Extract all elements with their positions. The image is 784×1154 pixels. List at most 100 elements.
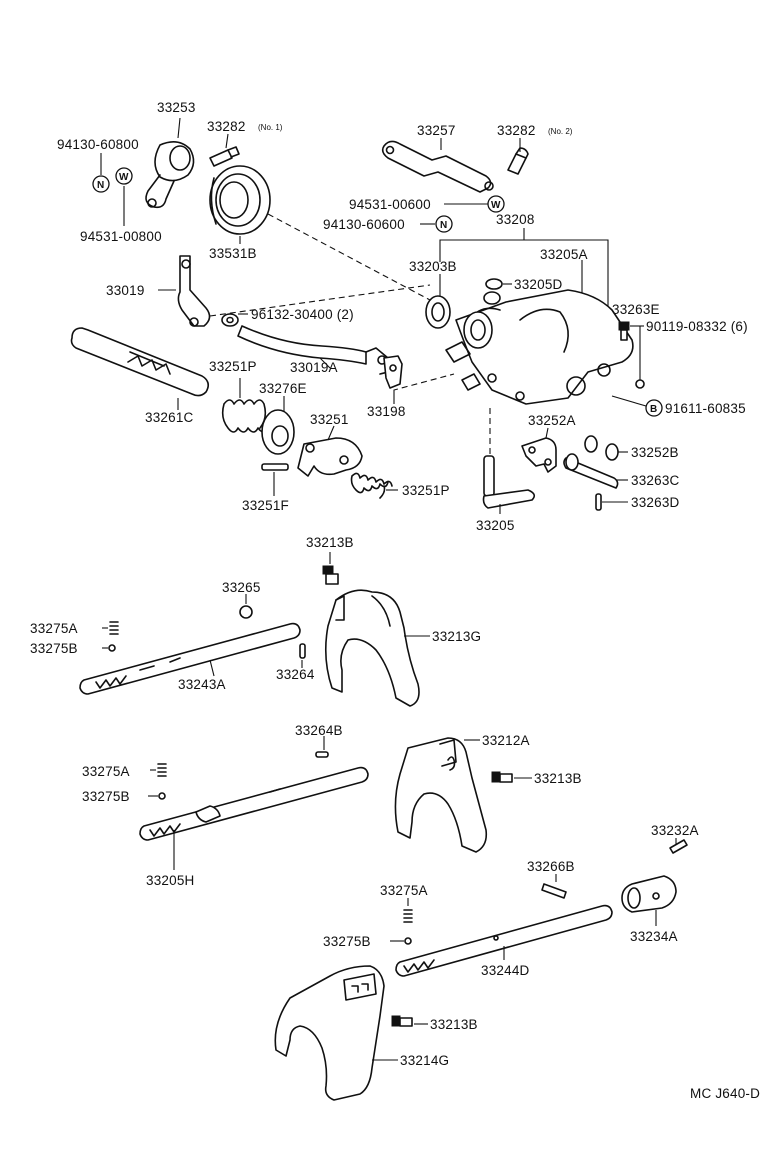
label-33261C: 33261C [145, 410, 194, 425]
part-33252A-plate [521, 437, 557, 473]
bolt-head-small [635, 379, 645, 389]
label-33531B: 33531B [209, 246, 257, 261]
label-33253: 33253 [157, 100, 196, 115]
part-33276E-cap [261, 409, 295, 455]
label-33251: 33251 [310, 412, 349, 427]
part-33214G-fork [274, 965, 385, 1101]
part-33264-pin [299, 643, 306, 659]
footer-code: MC J640-D [690, 1086, 760, 1101]
label-33263C: 33263C [631, 473, 680, 488]
label-33251F: 33251F [242, 498, 289, 513]
dash-bracket-to-seal [209, 284, 431, 317]
part-33212A-fork [394, 737, 488, 853]
part-33243A-shaft [79, 622, 301, 695]
part-33251-lever [297, 437, 363, 477]
leader-33282-no1 [225, 133, 229, 149]
nut-symbol-1: N [92, 175, 110, 193]
label-33265: 33265 [222, 580, 261, 595]
part-33232A-pin [669, 839, 688, 854]
part-33234A-collar [621, 875, 677, 913]
label-33252B: 33252B [631, 445, 679, 460]
part-33244D-shaft [395, 904, 613, 977]
part-96132-clamp [221, 313, 239, 327]
leader-33253 [177, 117, 181, 139]
part-33282-pin-no1 [209, 146, 240, 167]
label-33251P-a: 33251P [209, 359, 257, 374]
part-33205D-ring [483, 278, 503, 305]
label-33264B: 33264B [295, 723, 343, 738]
label-94531-00800: 94531-00800 [80, 229, 162, 244]
label-33275B-b: 33275B [82, 789, 130, 804]
part-33213B-bolt-a [322, 565, 339, 585]
label-33205H: 33205H [146, 873, 195, 888]
washer-symbol-text: W [119, 172, 129, 183]
label-96132-30400: 96132-30400 (2) [251, 307, 354, 322]
part-33261C-shaft [70, 327, 210, 397]
label-33243A: 33243A [178, 677, 226, 692]
part-33213B-bolt-c [391, 1015, 413, 1027]
label-33214G: 33214G [400, 1053, 449, 1068]
part-33213G-fork [324, 589, 420, 707]
label-91611-60835: 91611-60835 [665, 401, 746, 416]
leader-91611 [611, 395, 647, 407]
label-90119-08332: 90119-08332 (6) [646, 319, 748, 334]
part-33531B-boot [209, 165, 271, 235]
label-33213B-a: 33213B [306, 535, 354, 550]
label-33203B: 33203B [409, 259, 457, 274]
part-33251P-spring-a [221, 399, 269, 433]
part-33203B-seal [425, 295, 451, 329]
label-33275A-b: 33275A [82, 764, 130, 779]
part-33253-lever [145, 141, 195, 209]
label-33282-no1-note: (No. 1) [258, 123, 283, 132]
leader-33019A [319, 357, 331, 369]
bolt-symbol-text: B [650, 404, 657, 415]
part-33264B-pin [315, 751, 329, 758]
label-33212A: 33212A [482, 733, 530, 748]
nut-symbol-text: N [440, 220, 447, 231]
leader-33251 [327, 425, 335, 441]
label-33252A: 33252A [528, 413, 576, 428]
bolt-symbol: B [645, 399, 663, 417]
label-94130-60600: 94130-60600 [323, 217, 405, 232]
label-33264: 33264 [276, 667, 315, 682]
part-33275A-spring-c [403, 909, 413, 923]
part-33263D-pin [595, 493, 602, 511]
label-33275A-c: 33275A [380, 883, 428, 898]
part-33205H-shaft [139, 766, 369, 841]
label-33198: 33198 [367, 404, 406, 419]
label-33251P-b: 33251P [402, 483, 450, 498]
label-33282-no2-note: (No. 2) [548, 127, 573, 136]
part-33198-bracket [383, 355, 403, 389]
label-94531-00600: 94531-00600 [349, 197, 431, 212]
part-33265-ball [239, 605, 253, 619]
label-33282-no1: 33282 [207, 119, 246, 134]
label-33275A-a: 33275A [30, 621, 78, 636]
part-33213B-bolt-b [491, 771, 513, 783]
label-33213G: 33213G [432, 629, 481, 644]
label-33275B-c: 33275B [323, 934, 371, 949]
label-33282-no2: 33282 [497, 123, 536, 138]
nut-symbol-text: N [97, 180, 104, 191]
washer-symbol-2: W [487, 195, 505, 213]
part-33263E-bolt [618, 321, 630, 341]
washer-symbol-1: W [115, 167, 133, 185]
part-33257-lever [381, 140, 494, 193]
label-33266B: 33266B [527, 859, 575, 874]
part-33205-lever [482, 455, 536, 509]
part-33275A-spring-b [157, 763, 167, 777]
label-33019A: 33019A [290, 360, 338, 375]
part-33252B-washers [584, 435, 619, 461]
part-33275B-ball-a [108, 644, 116, 652]
label-33213B-b: 33213B [534, 771, 582, 786]
label-33205: 33205 [476, 518, 515, 533]
part-33275B-ball-c [404, 937, 412, 945]
label-33019: 33019 [106, 283, 145, 298]
label-33276E: 33276E [259, 381, 307, 396]
label-33263E: 33263E [612, 302, 660, 317]
part-33275B-ball-b [158, 792, 166, 800]
label-33205D: 33205D [514, 277, 563, 292]
part-33208-housing [445, 289, 634, 405]
dash-33198-to-housing [393, 373, 455, 392]
leader-33252A [545, 427, 549, 439]
